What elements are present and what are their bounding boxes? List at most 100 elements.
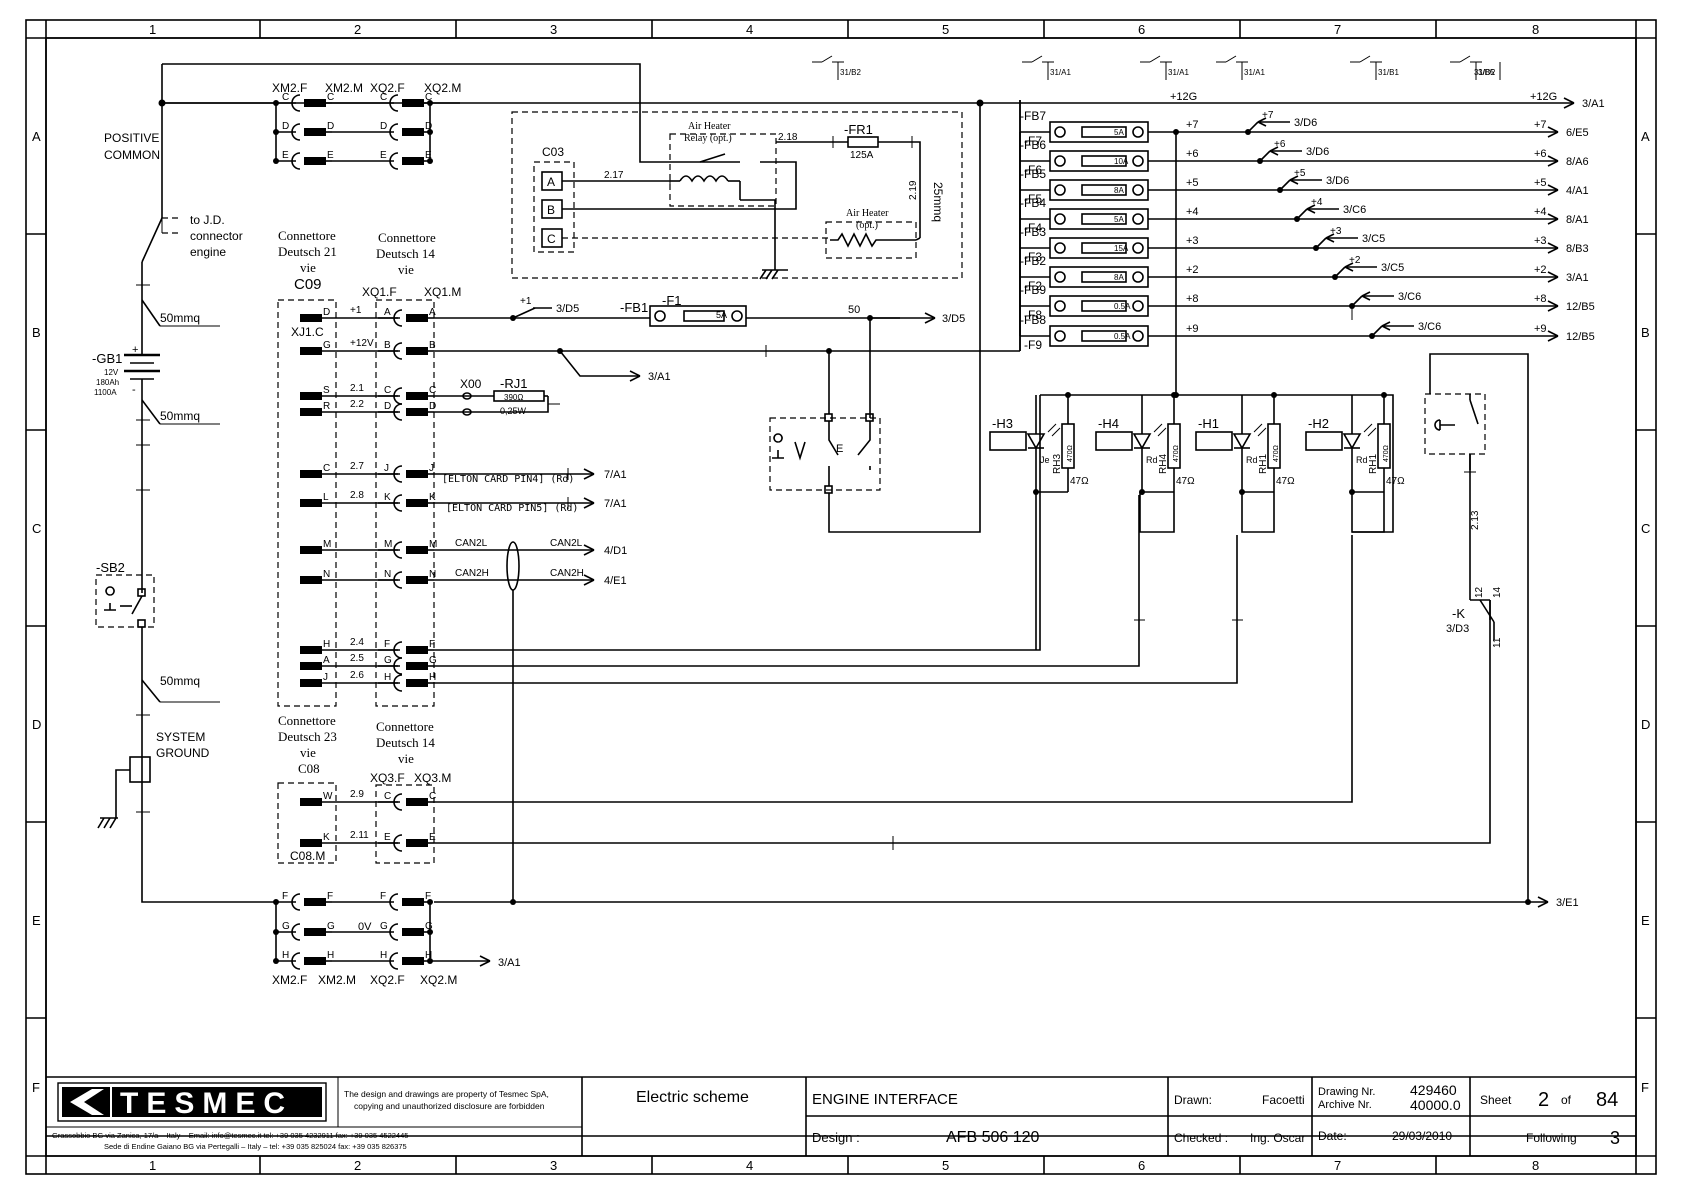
pin-letter-m: F: [327, 891, 333, 902]
bus-12g-end: +12G: [1530, 91, 1557, 103]
sheet-label: Sheet: [1480, 1093, 1512, 1107]
jd-label-3: engine: [190, 245, 226, 259]
of-label: of: [1561, 1093, 1572, 1107]
can2l-b: CAN2L: [550, 538, 583, 549]
switch-e-label: E: [836, 443, 843, 455]
socket-arc: [389, 152, 399, 170]
frame-row-label-left: D: [32, 717, 41, 732]
led-ray: [1153, 423, 1163, 433]
pin-letter-m: H: [429, 672, 436, 683]
c09-wire-label: 2.1: [350, 383, 364, 394]
fuse-ref: 4/A1: [1566, 185, 1589, 197]
fuse-out-label: +7: [1534, 119, 1547, 131]
outer-border: [25, 19, 1657, 1175]
address-2: Sede di Endine Gaiano BG via Pertegalli …: [104, 1142, 407, 1151]
junction-dot: [273, 129, 279, 135]
frame-row-label-left: B: [32, 325, 41, 340]
pin-body: [406, 662, 428, 670]
pin-letter-f: C: [282, 92, 289, 103]
fuse-out-label: +4: [1534, 206, 1547, 218]
date-label: Date:: [1318, 1129, 1347, 1143]
fuse-row: -FB9-F80.5A+8+812/B53/C6: [1020, 283, 1595, 322]
pin-body: [406, 646, 428, 654]
fuse-rating: 5A: [1114, 128, 1124, 137]
fuse-fb-tag: -FB6: [1020, 138, 1046, 152]
socket-arc: [393, 674, 403, 692]
led-ray: [1157, 427, 1167, 437]
key-switch-sb2: [95, 574, 155, 628]
fuse-terminal: [1054, 184, 1066, 196]
lamp-body: [989, 431, 1027, 451]
pin-letter-m: H: [425, 950, 432, 961]
fuse-element: [1081, 126, 1127, 138]
relay-k-assembly: 2.13 -K 3/D3 12 14 11: [1424, 393, 1503, 648]
fuse-rating: 5A: [1114, 215, 1124, 224]
bottom-xq2m: XQ2.M: [420, 973, 457, 987]
h4-return: [1139, 492, 1175, 533]
c09-pin-letter: S: [323, 385, 330, 396]
fuse-branch: [1351, 295, 1363, 307]
pin-letter-m: F: [425, 891, 431, 902]
contact-blade: [1459, 55, 1471, 63]
relay-k-pin12: 12: [1474, 586, 1485, 598]
cable-25mmq: 25mmq: [931, 182, 945, 222]
res-dot: [1381, 392, 1387, 398]
pin-letter-f: H: [384, 672, 391, 683]
pin-letter-f: F: [384, 639, 390, 650]
fuse-ref: 3/A1: [1566, 272, 1589, 284]
fuse-branch-arrow: [1269, 146, 1279, 156]
socket-arc: [291, 952, 301, 970]
xq3-caption-3: vie: [398, 751, 414, 766]
lamp-color: Rd: [1356, 455, 1368, 465]
pin-letter-f: K: [384, 492, 391, 503]
pin-letter-m: D: [327, 121, 334, 132]
pin-body: [406, 546, 428, 554]
top-contact: 31/B2: [812, 55, 861, 80]
contact-ref: 31/A1: [1244, 68, 1265, 77]
c09-caption-3: vie: [300, 260, 316, 275]
drawn-label: Drawn:: [1174, 1093, 1212, 1107]
checked-label: Checked :: [1174, 1131, 1228, 1145]
c09-connector-group: Connettore Deutsch 21 vie C09 XJ1.C Conn…: [277, 228, 461, 707]
lamp-body: [1095, 431, 1133, 451]
bottom-xm2m: XM2.M: [318, 973, 356, 987]
c09-pin-letter: D: [323, 307, 330, 318]
resistor-tag: RH3: [1052, 454, 1063, 474]
contact-ref: 31/B2: [840, 68, 861, 77]
following-value: 3: [1610, 1128, 1620, 1148]
c09-wire-label: 2.8: [350, 490, 364, 501]
fuse-branch: [1279, 179, 1291, 191]
socket-arc: [393, 342, 403, 360]
c03-pin-a: A: [547, 175, 555, 189]
resistor-ohm: 47Ω: [1386, 476, 1405, 487]
pin-body: [406, 314, 428, 322]
can2h-b: CAN2H: [550, 568, 584, 579]
resistor-value: 470Ω: [1173, 445, 1180, 462]
c09-pin-body: [300, 679, 322, 687]
junction-dot: [427, 899, 433, 905]
svg-text:-: -: [132, 384, 136, 396]
rj1-tag: -RJ1: [500, 376, 527, 391]
bus-12g: +12G +12G 3/A1: [162, 91, 1605, 351]
pin-letter-m: C: [425, 92, 432, 103]
socket-arc: [291, 123, 301, 141]
frame-row-label-right: A: [1641, 129, 1650, 144]
socket-arc: [291, 893, 301, 911]
pin-letter-f: G: [380, 921, 388, 932]
pin-body: [406, 347, 428, 355]
xq1-caption-3: vie: [398, 262, 414, 277]
led-ray: [1047, 423, 1057, 433]
archive-nr-label: Archive Nr.: [1318, 1099, 1372, 1111]
c08-caption-4: C08: [298, 761, 320, 776]
